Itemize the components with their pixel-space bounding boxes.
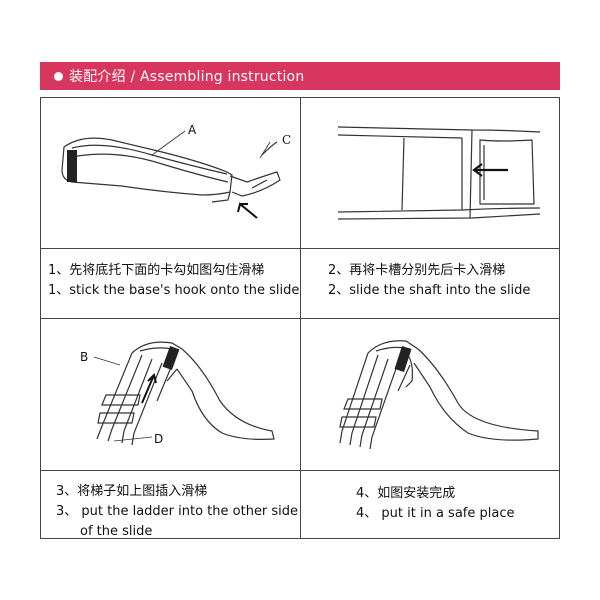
step1-zh: 1、先将底托下面的卡勾如图勾住滑梯: [48, 263, 265, 278]
section-title: 装配介绍 / Assembling instruction: [69, 69, 305, 85]
divider-bottom: [40, 538, 560, 539]
step1-caption: 1、先将底托下面的卡勾如图勾住滑梯 1、stick the base's hoo…: [48, 261, 299, 301]
step4-en: 4、 put it in a safe place: [356, 506, 515, 521]
step3-en: 3、 put the ladder into the other side: [56, 504, 299, 519]
divider-center: [300, 97, 301, 538]
bullet-icon: [54, 71, 63, 81]
step1-en: 1、stick the base's hook onto the slide: [48, 283, 300, 298]
step4-caption: 4、如图安装完成 4、 put it in a safe place: [356, 484, 514, 524]
grip-icon: [162, 345, 180, 371]
label-c: C: [282, 133, 291, 147]
label-b: B: [80, 350, 88, 364]
label-a: A: [188, 123, 197, 137]
illustration-step2: [302, 100, 558, 246]
illustration-step3: B D: [42, 321, 298, 467]
divider-right: [559, 97, 560, 538]
illustration-step4: [302, 321, 558, 467]
arrow-icon: [472, 163, 508, 177]
step3-zh: 3、将梯子如上图插入滑梯: [56, 484, 208, 499]
label-d: D: [154, 432, 163, 446]
illustration-step1: A C: [42, 100, 298, 246]
step2-caption: 2、再将卡槽分别先后卡入滑梯 2、slide the shaft into th…: [328, 261, 530, 301]
divider-left: [40, 97, 41, 538]
grip-icon: [394, 346, 412, 372]
section-header: 装配介绍 / Assembling instruction: [40, 62, 560, 90]
arrow-icon: [237, 202, 258, 219]
step2-zh: 2、再将卡槽分别先后卡入滑梯: [328, 263, 506, 278]
grip-icon: [67, 150, 77, 182]
step4-zh: 4、如图安装完成: [356, 486, 456, 501]
step3-caption: 3、将梯子如上图插入滑梯 3、 put the ladder into the …: [56, 482, 298, 542]
arrow-icon: [141, 373, 157, 404]
step3-en-line2: of the slide: [80, 524, 153, 539]
step2-en: 2、slide the shaft into the slide: [328, 283, 531, 298]
